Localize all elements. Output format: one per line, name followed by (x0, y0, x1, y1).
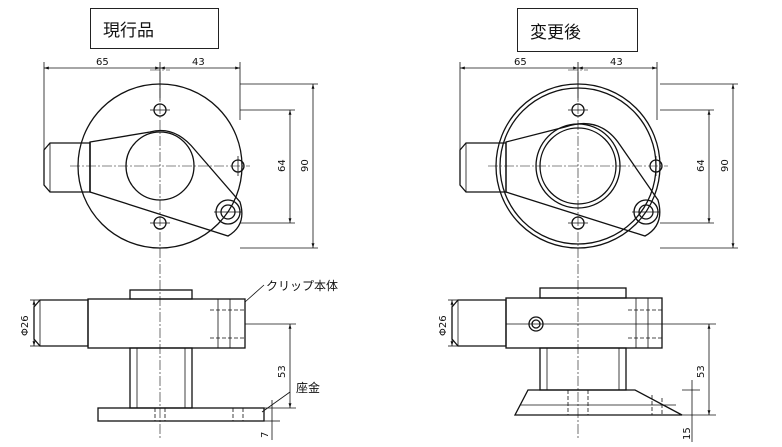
modified-top-view: 65 43 64 90 (459, 57, 738, 440)
dim-current-90: 90 (300, 159, 311, 172)
label-clip-body: クリップ本体 (266, 279, 338, 293)
title-current-text: 現行品 (103, 21, 154, 41)
dim-current-phi26: Φ26 (20, 315, 31, 336)
modified-side-view: Φ26 53 15 (438, 287, 716, 442)
current-top-view: 65 43 64 90 (43, 57, 318, 440)
title-modified-text: 変更後 (530, 22, 581, 43)
dim-modified-15: 15 (682, 427, 693, 440)
dim-modified-64: 64 (696, 159, 707, 172)
dim-modified-phi26: Φ26 (438, 315, 449, 336)
dim-current-43: 43 (192, 57, 205, 68)
dim-modified-53: 53 (696, 365, 707, 378)
title-modified: 変更後 (517, 8, 638, 52)
dim-current-64: 64 (277, 159, 288, 172)
dim-current-53: 53 (277, 365, 288, 378)
dim-modified-43: 43 (610, 57, 623, 68)
dim-current-7: 7 (260, 432, 271, 438)
dim-modified-90: 90 (720, 159, 731, 172)
dim-modified-65: 65 (514, 57, 527, 68)
title-current: 現行品 (90, 8, 219, 49)
label-base: 座金 (296, 380, 320, 395)
dim-current-65: 65 (96, 57, 109, 68)
current-side-view: Φ26 53 7 クリップ本体 座金 (20, 279, 338, 440)
